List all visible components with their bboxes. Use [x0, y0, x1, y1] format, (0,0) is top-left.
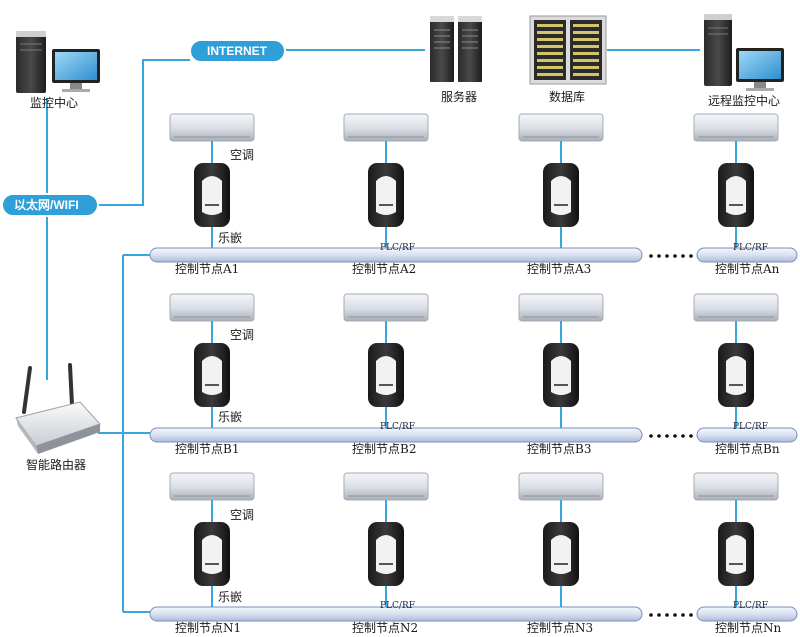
node-label: 控制节点B3	[527, 442, 592, 456]
node-label: 控制节点Bn	[715, 442, 780, 456]
control-node-device-face	[202, 535, 222, 574]
lejia-label-row-b: 乐嵌	[218, 410, 243, 424]
ellipsis-dot	[673, 434, 677, 438]
control-node-device-face	[551, 356, 571, 395]
monitor-center-icon	[16, 31, 100, 93]
control-node-device-brand	[379, 563, 393, 565]
control-node-device-brand	[205, 563, 219, 565]
node-label: 控制节点B1	[175, 442, 240, 456]
bus-label-row-a-tail: PLC/RF	[733, 243, 768, 253]
control-node-device-brand	[205, 384, 219, 386]
monitor-center-label: 监控中心	[30, 96, 79, 110]
ellipsis-dot	[689, 434, 693, 438]
ellipsis-dot	[649, 254, 653, 258]
control-node-device-brand	[554, 563, 568, 565]
remote-monitor-center-label: 远程监控中心	[708, 94, 781, 108]
control-node-device-brand	[379, 204, 393, 206]
ellipsis-dot	[657, 613, 661, 617]
control-node-device-face	[726, 356, 746, 395]
ellipsis-dot	[665, 434, 669, 438]
ellipsis-dot	[689, 613, 693, 617]
plc-rf-bus-b	[149, 427, 643, 443]
ellipsis-dot	[681, 434, 685, 438]
ac-label-row-a: 空调	[230, 148, 255, 162]
control-node-device-face	[376, 356, 396, 395]
control-node-device-face	[376, 176, 396, 215]
node-label: 控制节点N2	[352, 621, 419, 635]
ellipsis-dot	[689, 254, 693, 258]
ellipsis-dot	[649, 613, 653, 617]
ellipsis-dot	[665, 254, 669, 258]
ellipsis-dot	[657, 254, 661, 258]
control-node-device-face	[551, 535, 571, 574]
node-label: 控制节点A3	[527, 262, 592, 276]
node-label: 控制节点A2	[352, 262, 417, 276]
control-node-device-face	[726, 535, 746, 574]
smart-router-label: 智能路由器	[26, 458, 87, 472]
control-node-device-brand	[554, 204, 568, 206]
control-node-device-brand	[205, 204, 219, 206]
control-node-device-brand	[729, 384, 743, 386]
plc-rf-bus-n	[149, 606, 643, 622]
smart-router-icon	[15, 363, 101, 454]
bus-label-row-b-tail: PLC/RF	[733, 422, 768, 432]
plc-rf-bus-tail-n	[696, 606, 798, 622]
ellipsis-dot	[673, 613, 677, 617]
control-node-device-face	[376, 535, 396, 574]
ellipsis-dot	[657, 434, 661, 438]
lejia-label-row-a: 乐嵌	[218, 231, 243, 245]
ellipsis-dot	[673, 254, 677, 258]
control-node-device-brand	[729, 204, 743, 206]
ellipsis-dot	[681, 254, 685, 258]
control-node-device-brand	[554, 384, 568, 386]
plc-rf-bus-a	[149, 247, 643, 263]
internet-label: INTERNET	[207, 44, 267, 58]
ellipsis-dot	[665, 613, 669, 617]
generated-nodes	[149, 113, 798, 622]
node-label: 控制节点N1	[175, 621, 242, 635]
control-node-device-face	[551, 176, 571, 215]
remote-monitor-center-icon	[704, 14, 784, 91]
ellipsis-dot	[681, 613, 685, 617]
node-label: 控制节点B2	[352, 442, 417, 456]
lejia-label-row-n: 乐嵌	[218, 590, 243, 604]
control-node-device-face	[726, 176, 746, 215]
internet-pill	[189, 39, 286, 63]
upstream-links	[46, 49, 700, 613]
plc-rf-bus-tail-a	[696, 247, 798, 263]
node-label: 控制节点A1	[175, 262, 240, 276]
server-label: 服务器	[441, 90, 478, 104]
ethernet-wifi-label: 以太网/WIFI	[14, 198, 79, 212]
control-node-device-brand	[729, 563, 743, 565]
control-node-device-brand	[379, 384, 393, 386]
database-icon	[529, 15, 607, 85]
control-node-device-face	[202, 356, 222, 395]
control-node-device-face	[202, 176, 222, 215]
plc-rf-bus-tail-b	[696, 427, 798, 443]
ac-label-row-b: 空调	[230, 328, 255, 342]
node-label: 控制节点N3	[527, 621, 594, 635]
bus-label-row-n-main: PLC/RF	[380, 601, 415, 611]
server-icon	[430, 16, 482, 82]
ellipsis-dot	[649, 434, 653, 438]
ac-label-row-n: 空调	[230, 508, 255, 522]
node-label: 控制节点Nn	[715, 621, 782, 635]
database-label: 数据库	[549, 90, 586, 104]
bus-label-row-n-tail: PLC/RF	[733, 601, 768, 611]
bus-label-row-a-main: PLC/RF	[380, 243, 415, 253]
bus-label-row-b-main: PLC/RF	[380, 422, 415, 432]
node-label: 控制节点An	[715, 262, 780, 276]
ethernet-wifi-pill	[1, 193, 99, 217]
